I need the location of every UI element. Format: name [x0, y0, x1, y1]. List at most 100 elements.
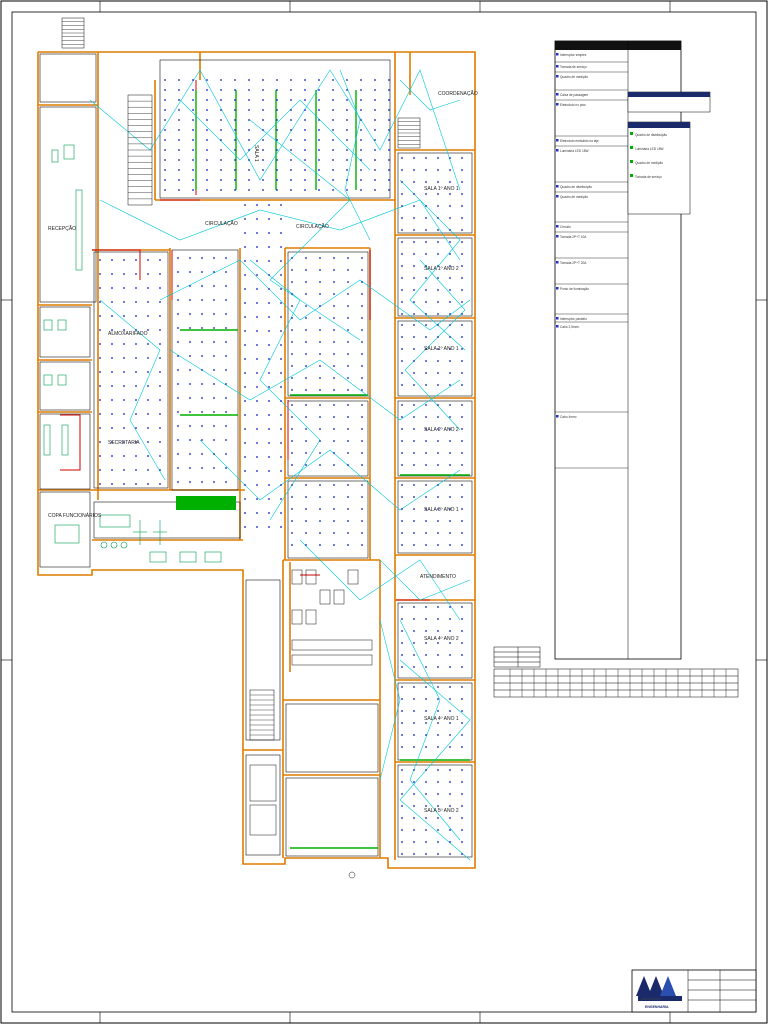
light-fixture [220, 189, 222, 191]
light-fixture [401, 360, 403, 362]
light-fixture [262, 109, 264, 111]
light-fixture [280, 442, 282, 444]
light-fixture [425, 769, 427, 771]
light-fixture [361, 353, 363, 355]
light-fixture [177, 411, 179, 413]
light-fixture [159, 301, 161, 303]
light-fixture [461, 265, 463, 267]
light-fixture [123, 441, 125, 443]
light-fixture [437, 630, 439, 632]
light-fixture [291, 496, 293, 498]
light-fixture [147, 469, 149, 471]
light-fixture [361, 440, 363, 442]
light-fixture [206, 79, 208, 81]
light-fixture [189, 467, 191, 469]
light-fixture [449, 532, 451, 534]
light-fixture [437, 336, 439, 338]
light-fixture [413, 241, 415, 243]
light-fixture [123, 469, 125, 471]
light-fixture [425, 520, 427, 522]
legend-item-label: Caixa de passagem [560, 93, 589, 97]
light-fixture [461, 508, 463, 510]
light-fixture [280, 344, 282, 346]
light-fixture [262, 79, 264, 81]
light-fixture [111, 371, 113, 373]
company-logo: OULEMI ASSOCIADOS ENGENHARIA [636, 976, 682, 1009]
light-fixture [333, 464, 335, 466]
light-fixture [361, 496, 363, 498]
light-fixture [401, 722, 403, 724]
light-fixture [437, 229, 439, 231]
light-fixture [262, 159, 264, 161]
light-fixture [347, 293, 349, 295]
light-fixture [178, 159, 180, 161]
light-fixture [206, 139, 208, 141]
light-fixture [318, 89, 320, 91]
light-fixture [99, 385, 101, 387]
light-fixture [374, 99, 376, 101]
light-fixture [201, 285, 203, 287]
light-fixture [461, 452, 463, 454]
light-fixture [256, 526, 258, 528]
light-fixture [425, 360, 427, 362]
light-fixture [361, 416, 363, 418]
light-fixture [332, 189, 334, 191]
light-fixture [248, 149, 250, 151]
light-fixture [189, 271, 191, 273]
light-fixture [189, 453, 191, 455]
light-fixture [332, 139, 334, 141]
light-fixture [177, 425, 179, 427]
light-fixture [147, 441, 149, 443]
light-fixture [164, 179, 166, 181]
light-fixture [177, 453, 179, 455]
light-fixture [268, 470, 270, 472]
light-fixture [178, 139, 180, 141]
light-fixture [305, 269, 307, 271]
light-fixture [147, 455, 149, 457]
light-fixture [304, 119, 306, 121]
light-fixture [425, 781, 427, 783]
light-fixture [268, 526, 270, 528]
light-fixture [189, 425, 191, 427]
light-fixture [276, 89, 278, 91]
light-fixture [164, 139, 166, 141]
light-fixture [425, 193, 427, 195]
light-fixture [413, 384, 415, 386]
light-fixture [225, 271, 227, 273]
light-fixture [135, 259, 137, 261]
light-fixture [425, 404, 427, 406]
light-fixture [225, 439, 227, 441]
light-fixture [360, 179, 362, 181]
light-fixture [374, 79, 376, 81]
light-fixture [319, 520, 321, 522]
light-fixture [135, 287, 137, 289]
light-fixture [361, 532, 363, 534]
light-fixture [276, 119, 278, 121]
light-fixture [333, 365, 335, 367]
light-fixture [425, 642, 427, 644]
stairs-right-steps [398, 121, 420, 145]
light-fixture [347, 496, 349, 498]
light-fixture [248, 139, 250, 141]
light-fixture [304, 129, 306, 131]
light-fixture [276, 79, 278, 81]
light-fixture [374, 159, 376, 161]
light-fixture [123, 371, 125, 373]
light-fixture [425, 313, 427, 315]
light-fixture [280, 288, 282, 290]
light-fixture [449, 205, 451, 207]
light-fixture [425, 508, 427, 510]
light-fixture [333, 544, 335, 546]
light-fixture [388, 159, 390, 161]
light-fixture [437, 360, 439, 362]
light-fixture [201, 327, 203, 329]
light-fixture [461, 710, 463, 712]
light-fixture [361, 452, 363, 454]
light-fixture [234, 89, 236, 91]
light-fixture [374, 109, 376, 111]
light-fixture [123, 301, 125, 303]
light-fixture [111, 441, 113, 443]
light-fixture [425, 496, 427, 498]
light-fixture [305, 365, 307, 367]
light-fixture [234, 189, 236, 191]
